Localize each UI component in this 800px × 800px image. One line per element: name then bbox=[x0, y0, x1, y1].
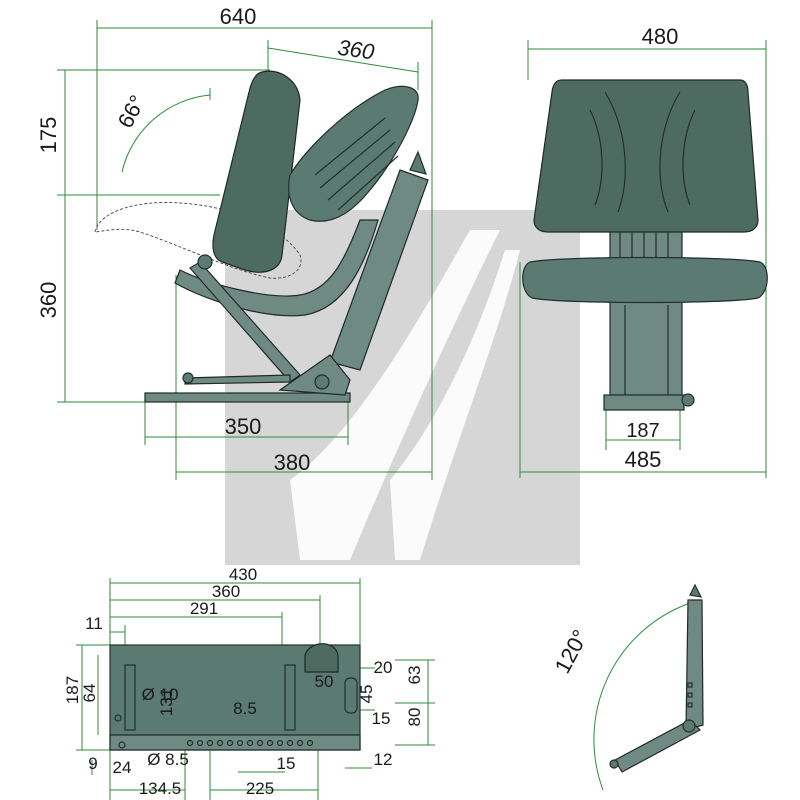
front-view bbox=[519, 40, 768, 478]
dim-80: 80 bbox=[405, 708, 424, 727]
front-backrest bbox=[533, 79, 759, 233]
front-seat-cushion bbox=[522, 256, 768, 304]
dim-hole-8-5: Ø 8.5 bbox=[147, 750, 189, 769]
dim-15-right: 15 bbox=[372, 709, 391, 728]
lever-knob bbox=[182, 372, 194, 384]
front-lever-knob bbox=[681, 393, 695, 407]
side-slot bbox=[344, 677, 358, 714]
dim-12: 12 bbox=[374, 750, 393, 769]
dim-225: 225 bbox=[246, 779, 274, 798]
dim-11: 11 bbox=[85, 614, 103, 633]
column-knob bbox=[409, 150, 427, 175]
dim-480: 480 bbox=[642, 24, 679, 49]
dim-360-plate: 360 bbox=[212, 582, 240, 601]
dim-380: 380 bbox=[274, 450, 311, 475]
plate-bump bbox=[304, 643, 339, 673]
dim-20: 20 bbox=[374, 658, 393, 677]
tilt-arc bbox=[593, 602, 691, 791]
dim-angle-66: 66° bbox=[113, 91, 151, 132]
dim-8-5-center: 8.5 bbox=[233, 699, 257, 718]
dim-640: 640 bbox=[220, 4, 257, 29]
dim-350: 350 bbox=[225, 414, 262, 439]
dim-131: 131 bbox=[157, 688, 176, 716]
tilt-lever-knob bbox=[609, 759, 619, 769]
tilt-column-holes bbox=[687, 682, 693, 708]
plate-front-lip bbox=[109, 734, 361, 751]
side-dimension-lines bbox=[57, 20, 433, 480]
tilt-arm bbox=[614, 719, 701, 773]
dim-45: 45 bbox=[357, 685, 376, 704]
tilt-view bbox=[593, 583, 704, 791]
dim-134-5: 134.5 bbox=[139, 779, 182, 798]
dim-175: 175 bbox=[36, 117, 61, 154]
scissor-link bbox=[189, 261, 301, 383]
base-bracket bbox=[278, 354, 351, 396]
tilt-pivot bbox=[682, 719, 696, 733]
dim-291: 291 bbox=[190, 599, 218, 618]
base-rail bbox=[144, 392, 351, 403]
base-plate-view bbox=[76, 578, 435, 800]
dim-hole-10: Ø 10 bbox=[142, 685, 179, 704]
dim-187-plate: 187 bbox=[63, 676, 82, 704]
dim-15-bottom: 15 bbox=[277, 754, 296, 773]
dim-9: 9 bbox=[88, 754, 97, 773]
front-dimension-lines bbox=[519, 40, 767, 478]
dim-430: 430 bbox=[229, 565, 257, 584]
dim-187: 187 bbox=[626, 420, 659, 442]
dim-360-height: 360 bbox=[36, 282, 61, 319]
mount-hole-left bbox=[114, 714, 122, 722]
adjustment-holes bbox=[186, 739, 314, 747]
front-column bbox=[609, 224, 683, 406]
side-view bbox=[57, 20, 433, 480]
dim-63: 63 bbox=[405, 666, 424, 685]
dim-24: 24 bbox=[113, 758, 132, 777]
front-backrest-grooves bbox=[589, 91, 696, 213]
dim-64: 64 bbox=[80, 684, 99, 703]
dim-50: 50 bbox=[315, 672, 334, 691]
dim-485: 485 bbox=[625, 447, 662, 472]
adjustment-lever bbox=[184, 374, 291, 385]
front-base bbox=[603, 394, 685, 411]
tilt-column-knob bbox=[689, 583, 703, 598]
dim-angle-120: 120° bbox=[550, 626, 593, 678]
right-slot bbox=[284, 664, 296, 731]
backrest bbox=[212, 70, 301, 273]
watermark-logo bbox=[225, 210, 580, 565]
tilt-column bbox=[685, 599, 704, 731]
mount-hole-bottom bbox=[118, 741, 126, 749]
pivot-bolt bbox=[314, 374, 330, 390]
folded-position-outline bbox=[94, 202, 302, 279]
backrest-pivot bbox=[197, 254, 213, 270]
seat-cushion-grooves bbox=[314, 117, 399, 211]
plate-dimension-lines bbox=[76, 578, 435, 800]
suspension-column bbox=[329, 169, 429, 371]
dim-360-backrest: 360 bbox=[336, 35, 377, 65]
left-slot bbox=[124, 664, 136, 731]
